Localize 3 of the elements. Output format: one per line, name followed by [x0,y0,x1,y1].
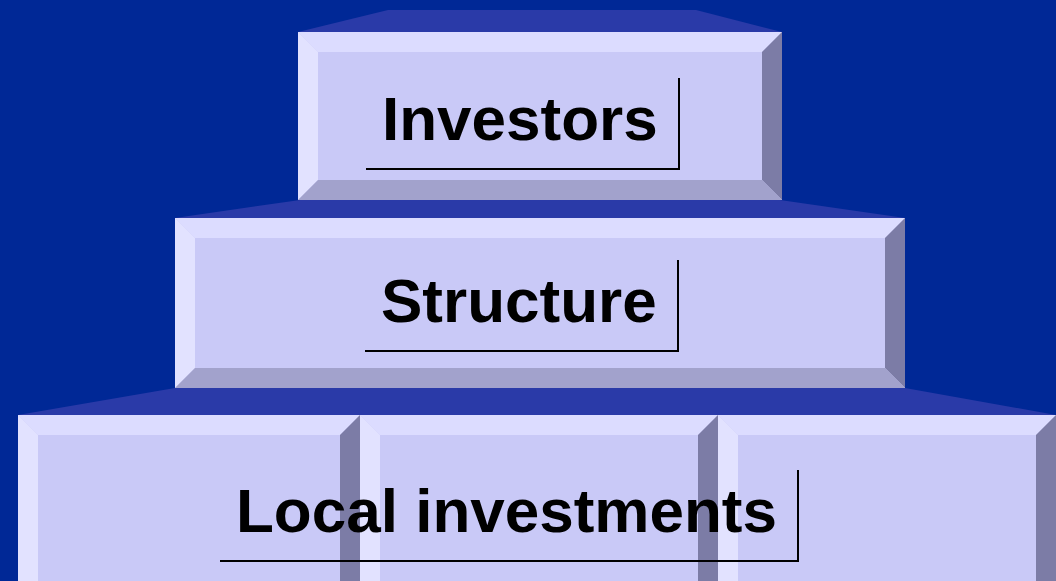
tier-label: Investors [366,78,680,170]
tier-label: Local investments [220,470,799,562]
tier-label: Structure [365,260,679,352]
